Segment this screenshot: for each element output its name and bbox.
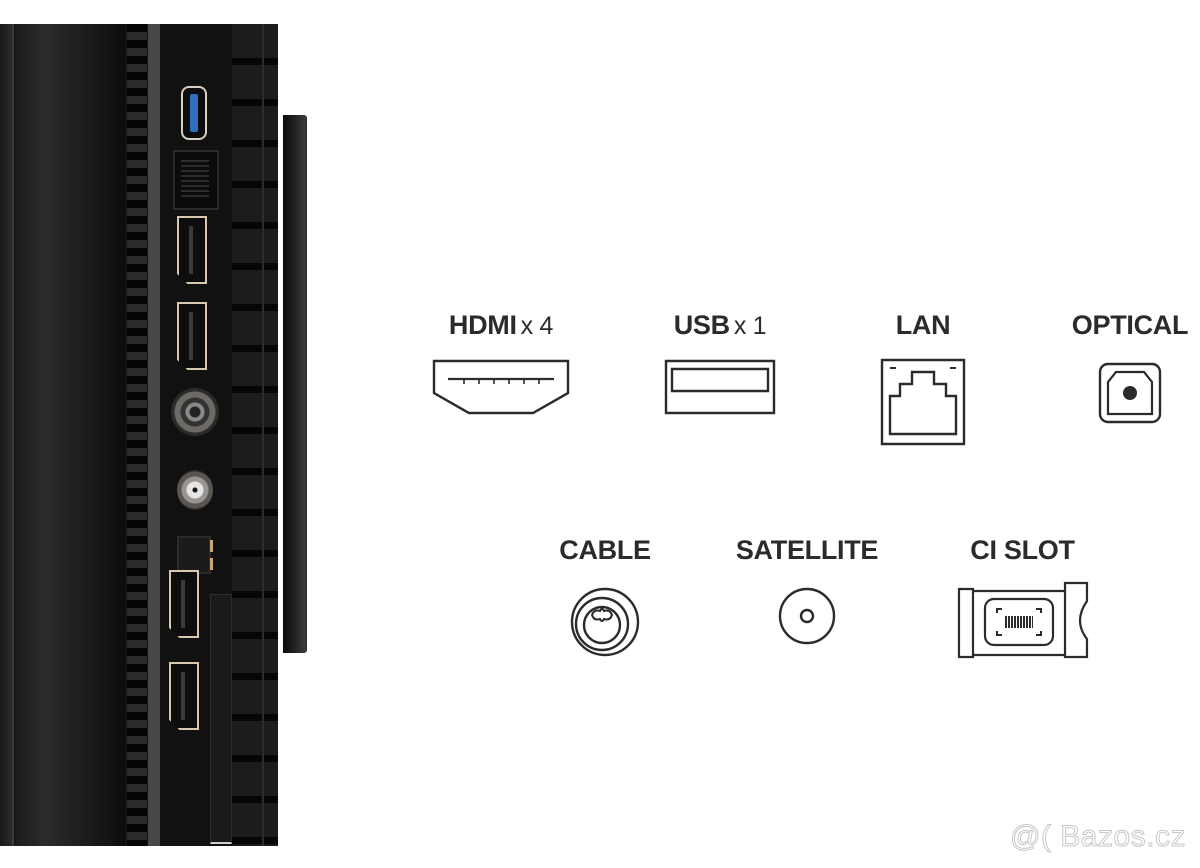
photo-ci-slot [210,594,232,844]
photo-hdmi-port-1 [177,216,207,284]
legend-label: CI SLOT [970,535,1075,565]
legend-label: SATELLITE [735,535,879,565]
tv-rear-photo [0,24,278,846]
photo-hdmi-port-3 [169,570,199,638]
legend-label: LAN [896,310,951,340]
legend-label-text: LAN [895,310,951,340]
vent-strip [127,24,147,846]
legend-label-text: HDMI [448,310,517,340]
photo-hdmi-port-4 [169,662,199,730]
tv-side-stand [283,115,307,653]
legend-optical: OPTICAL [1060,310,1200,424]
legend-label: CABLE [559,535,651,565]
legend-label-text: OPTICAL [1071,310,1189,340]
photo-satellite-port [177,470,213,510]
ci-slot-icon [957,581,1089,659]
bazos-watermark: @( Bazos.cz [1010,820,1187,854]
legend-lan: LAN [868,310,978,446]
vent-rail [148,24,160,846]
hdmi-port-icon [432,359,570,415]
legend-cable: CABLE [550,535,660,657]
legend-label: OPTICAL [1071,310,1189,340]
cable-port-icon [570,587,640,657]
legend-label-text: USB [673,310,730,340]
optical-port-icon [1098,362,1162,424]
legend-satellite: SATELLITE [718,535,896,645]
legend-label-text: SATELLITE [735,535,879,565]
photo-lan-port [173,150,219,210]
legend-qty: x 4 [520,312,554,340]
usb-port-icon [664,359,776,415]
lan-port-icon [880,358,966,446]
legend-qty: x 1 [733,312,767,340]
photo-cable-port [171,388,219,436]
legend-ci-slot: CI SLOT [950,535,1095,659]
photo-hdmi-port-2 [177,302,207,370]
rib-column [232,24,278,846]
legend-label-text: CABLE [559,535,651,565]
photo-optical-port [177,536,213,574]
tv-edge-line [12,24,14,846]
satellite-port-icon [778,587,836,645]
photo-usb-port [181,86,207,140]
tv-back-cover [0,24,125,846]
legend-label-text: CI SLOT [970,535,1075,565]
